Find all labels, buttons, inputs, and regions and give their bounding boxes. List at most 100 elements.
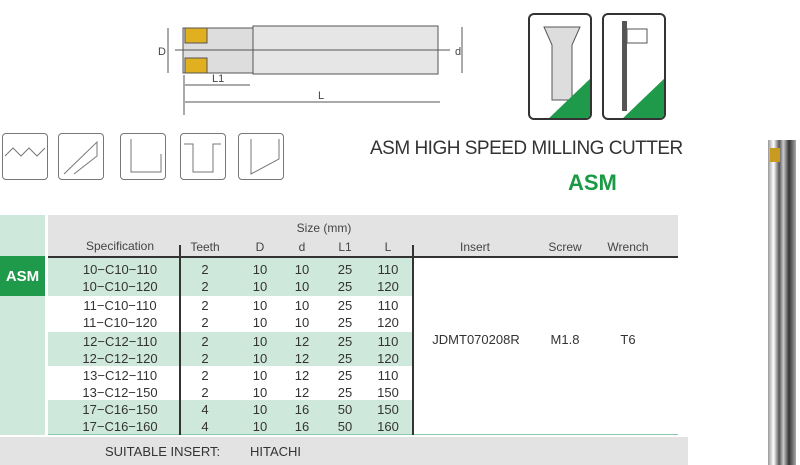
table-cell: 10 (252, 315, 268, 330)
table-cell: 10 (294, 262, 310, 277)
L1-header: L1 (338, 240, 352, 254)
table-cell: 150 (377, 402, 399, 417)
table-cell: 4 (201, 419, 209, 434)
table-cell: 25 (337, 298, 353, 313)
table-cell: 10 (252, 334, 268, 349)
table-cell: 120 (377, 351, 399, 366)
wrench-header: Wrench (607, 240, 649, 254)
row-band (48, 400, 414, 434)
table-cell: 120 (377, 279, 399, 294)
table-cell: 12 (294, 385, 310, 400)
table-cell: 50 (337, 402, 353, 417)
table-cell: 25 (337, 279, 353, 294)
size-header: Size (mm) (296, 221, 352, 235)
series-strip (0, 215, 45, 435)
insert-photo (770, 148, 780, 162)
table-cell: 12−C12−120 (82, 351, 158, 366)
table-cell: 4 (201, 402, 209, 417)
table-cell: 12 (294, 368, 310, 383)
table-cell: 10 (294, 279, 310, 294)
dim-D-label: D (158, 46, 166, 58)
table-cell: 16 (294, 419, 310, 434)
L-header: L (384, 240, 392, 254)
row-band (48, 332, 414, 366)
table-cell: 11−C10−110 (83, 298, 157, 313)
table-cell: 120 (377, 315, 399, 330)
table-cell: 17−C16−150 (82, 402, 158, 417)
table-cell: 160 (377, 419, 399, 434)
ramping-icon (2, 133, 48, 180)
table-cell: 2 (201, 298, 209, 313)
table-cell: 2 (201, 315, 209, 330)
table-cell: 110 (377, 368, 399, 383)
table-cell: 17−C16−160 (82, 419, 158, 434)
table-cell: 50 (337, 419, 353, 434)
series-badge: ASM (0, 256, 45, 296)
torx-wrench-icon (602, 13, 666, 120)
table-cell: 2 (201, 279, 209, 294)
table-cell: 25 (337, 351, 353, 366)
divider (412, 245, 414, 435)
cutter-dimension-drawing: D d L1 L (158, 25, 463, 115)
footer-bar: SUITABLE INSERT: HITACHI (0, 437, 688, 465)
cutter-photo (768, 140, 796, 465)
table-cell: 10 (252, 385, 268, 400)
screw-value: M1.8 (550, 332, 580, 347)
dim-d-label: d (455, 46, 461, 58)
slotting-icon (180, 133, 226, 180)
wrench-value: T6 (620, 332, 636, 347)
table-cell: 2 (201, 262, 209, 277)
table-cell: 110 (377, 334, 399, 349)
screw-header: Screw (548, 240, 582, 254)
suitable-insert-value: HITACHI (250, 444, 302, 459)
table-bottom-line (48, 434, 678, 435)
table-cell: 10 (252, 419, 268, 434)
table-cell: 2 (201, 385, 209, 400)
table-cell: 2 (201, 351, 209, 366)
table-cell: 13−C12−150 (82, 385, 158, 400)
table-cell: 10 (252, 298, 268, 313)
table-cell: 10−C10−110 (82, 262, 158, 277)
table-cell: 110 (377, 262, 399, 277)
table-cell: 2 (201, 368, 209, 383)
table-cell: 10 (252, 368, 268, 383)
side-milling-icon (238, 133, 284, 180)
table-cell: 25 (337, 368, 353, 383)
product-code: ASM (568, 170, 617, 195)
table-cell: 10 (294, 315, 310, 330)
divider (179, 245, 181, 435)
table-cell: 10−C10−120 (82, 279, 158, 294)
table-cell: 25 (337, 262, 353, 277)
D-header: D (255, 240, 265, 254)
shoulder-icon (120, 133, 166, 180)
dim-L-label: L (318, 90, 324, 102)
table-cell: 150 (377, 385, 399, 400)
table-cell: 12 (294, 334, 310, 349)
table-cell: 10 (252, 351, 268, 366)
facing-icon (58, 133, 104, 180)
product-title: ASM HIGH SPEED MILLING CUTTER (370, 138, 683, 159)
screw-icon (528, 13, 592, 120)
table-header: Size (mm) Specification Teeth D d L1 L I… (48, 215, 678, 258)
table-cell: 110 (377, 298, 399, 313)
teeth-header: Teeth (190, 240, 220, 254)
table-cell: 13−C12−110 (82, 368, 158, 383)
table-cell: 25 (337, 315, 353, 330)
spec-header: Specification (85, 239, 155, 253)
table-cell: 16 (294, 402, 310, 417)
dim-L1-label: L1 (212, 73, 224, 85)
table-cell: 10 (294, 298, 310, 313)
insert-value: JDMT070208R (432, 332, 520, 347)
table-cell: 2 (201, 334, 209, 349)
suitable-insert-label: SUITABLE INSERT: (105, 444, 221, 459)
table-cell: 25 (337, 385, 353, 400)
table-cell: 11−C10−120 (82, 315, 158, 330)
d-header: d (298, 240, 306, 254)
table-cell: 10 (252, 262, 268, 277)
table-cell: 12 (294, 351, 310, 366)
table-cell: 12−C12−110 (82, 334, 158, 349)
table-cell: 10 (252, 402, 268, 417)
insert-header: Insert (459, 240, 491, 254)
row-band (48, 258, 414, 296)
table-cell: 10 (252, 279, 268, 294)
